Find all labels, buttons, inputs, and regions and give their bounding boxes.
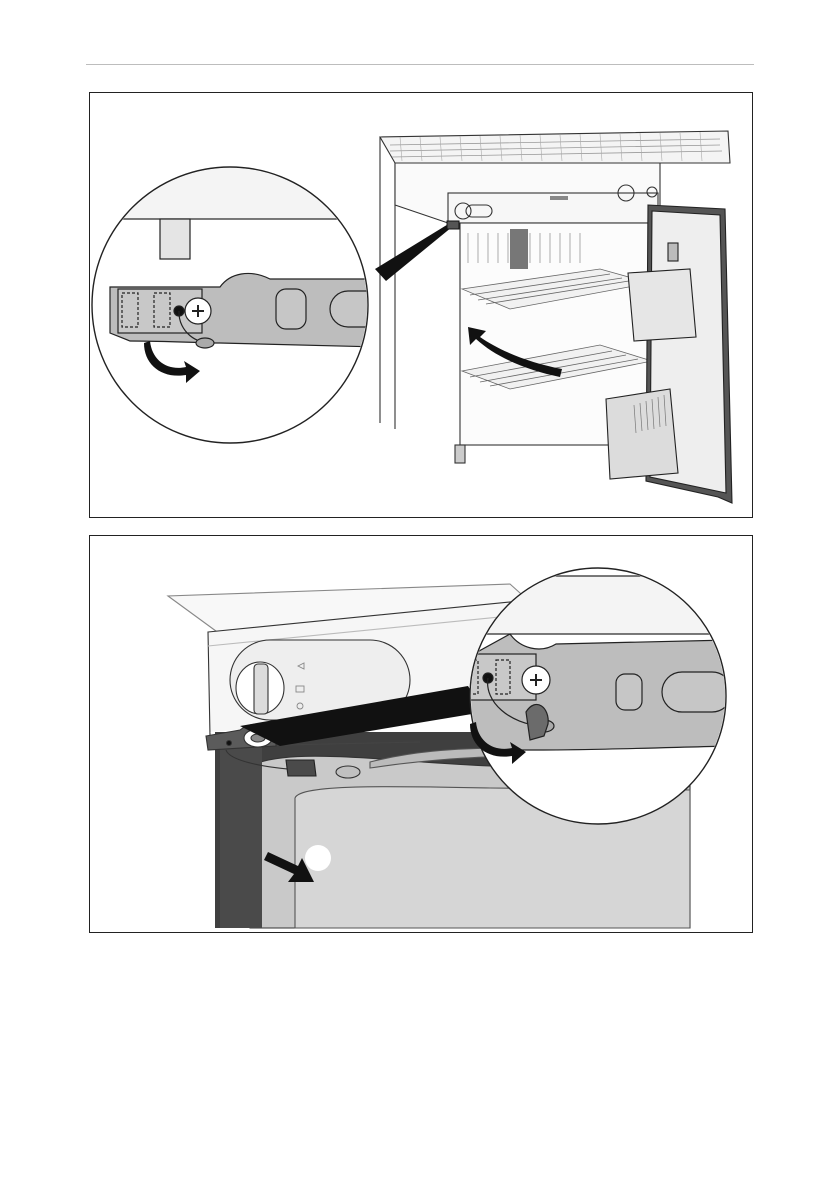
figure-bottom-illustration (90, 536, 752, 932)
callout-marker (305, 845, 331, 871)
figure-bottom-panel (89, 535, 753, 933)
figure-top-panel (89, 92, 753, 518)
figure-top-illustration (90, 93, 752, 517)
zoom-cone (375, 223, 452, 281)
hinge-detail-circle (90, 163, 390, 443)
header-rule (86, 64, 754, 65)
